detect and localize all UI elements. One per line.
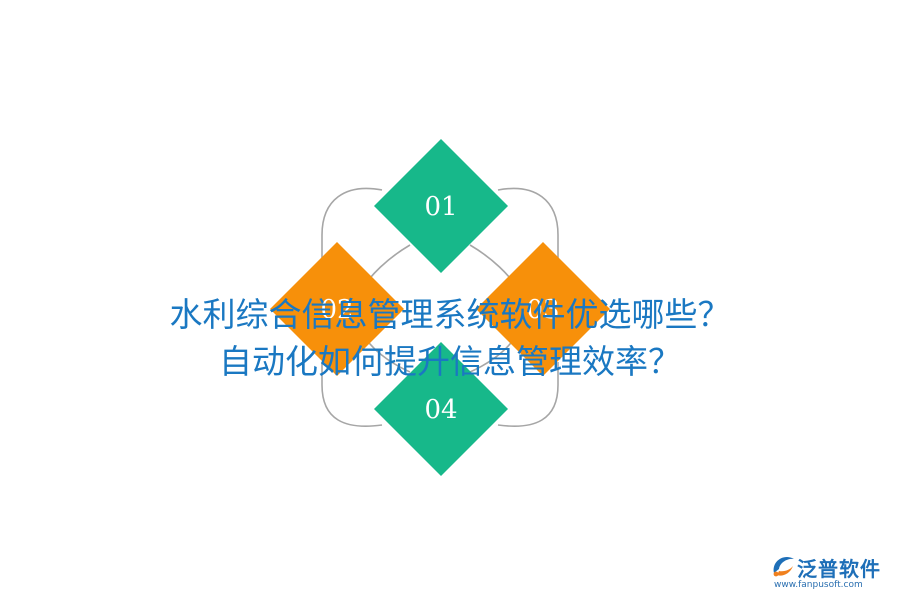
diamond-shape-01 bbox=[374, 139, 508, 273]
diamond-node-04: 04 bbox=[374, 342, 508, 476]
fanpu-logo-mark-icon bbox=[773, 557, 794, 577]
logo-website-url: www.fanpusoft.com bbox=[774, 580, 863, 590]
diamond-node-03: 03 bbox=[476, 242, 610, 376]
diamond-label-01: 01 bbox=[424, 192, 457, 222]
diamond-label-03: 03 bbox=[526, 295, 559, 325]
diamond-label-02: 02 bbox=[320, 295, 353, 325]
headline-line-2: 自动化如何提升信息管理效率？ bbox=[219, 342, 681, 381]
diamond-label-04: 04 bbox=[424, 395, 457, 425]
diamond-node-01: 01 bbox=[374, 139, 508, 273]
fanpu-logo: 泛普软件 www.fanpusoft.com bbox=[770, 549, 894, 593]
headline-line-1: 水利综合信息管理系统软件优选哪些？ bbox=[169, 295, 731, 334]
diamond-shape-03 bbox=[476, 242, 610, 376]
arc-bottom-left bbox=[321, 362, 383, 427]
arc-bottom-right bbox=[497, 362, 559, 427]
diamond-node-02: 02 bbox=[270, 242, 404, 376]
arc-top-right bbox=[497, 187, 559, 260]
logo-brand-name: 泛普软件 bbox=[797, 557, 881, 581]
diamond-shape-04 bbox=[374, 342, 508, 476]
arc-top-left bbox=[321, 187, 383, 260]
diamond-shape-02 bbox=[270, 242, 404, 376]
